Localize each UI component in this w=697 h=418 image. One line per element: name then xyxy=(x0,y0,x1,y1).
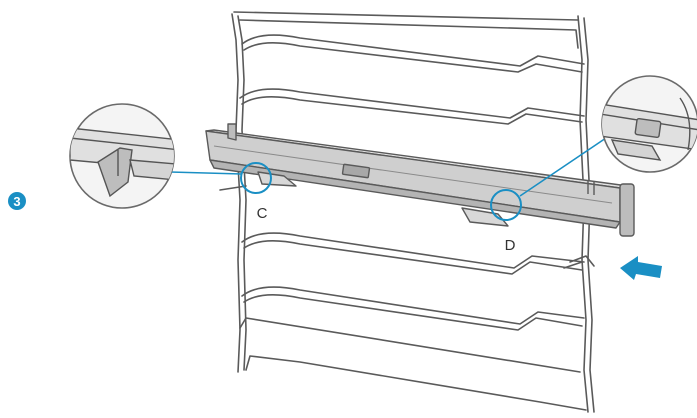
step-badge: 3 xyxy=(8,192,26,210)
callout-markers xyxy=(240,162,522,221)
label-c: C xyxy=(257,205,268,222)
telescopic-rail xyxy=(205,123,635,237)
callout-marker-d xyxy=(490,189,522,221)
leader-lines xyxy=(169,137,607,197)
step-number: 3 xyxy=(13,194,20,209)
numbered-circle-icon xyxy=(8,192,26,210)
wire-rack xyxy=(219,11,595,413)
push-direction-arrow-icon xyxy=(620,256,662,280)
callout-marker-c xyxy=(240,162,272,194)
detail-callout-right xyxy=(601,75,697,173)
label-d: D xyxy=(505,237,516,254)
detail-callout-left xyxy=(69,103,175,209)
